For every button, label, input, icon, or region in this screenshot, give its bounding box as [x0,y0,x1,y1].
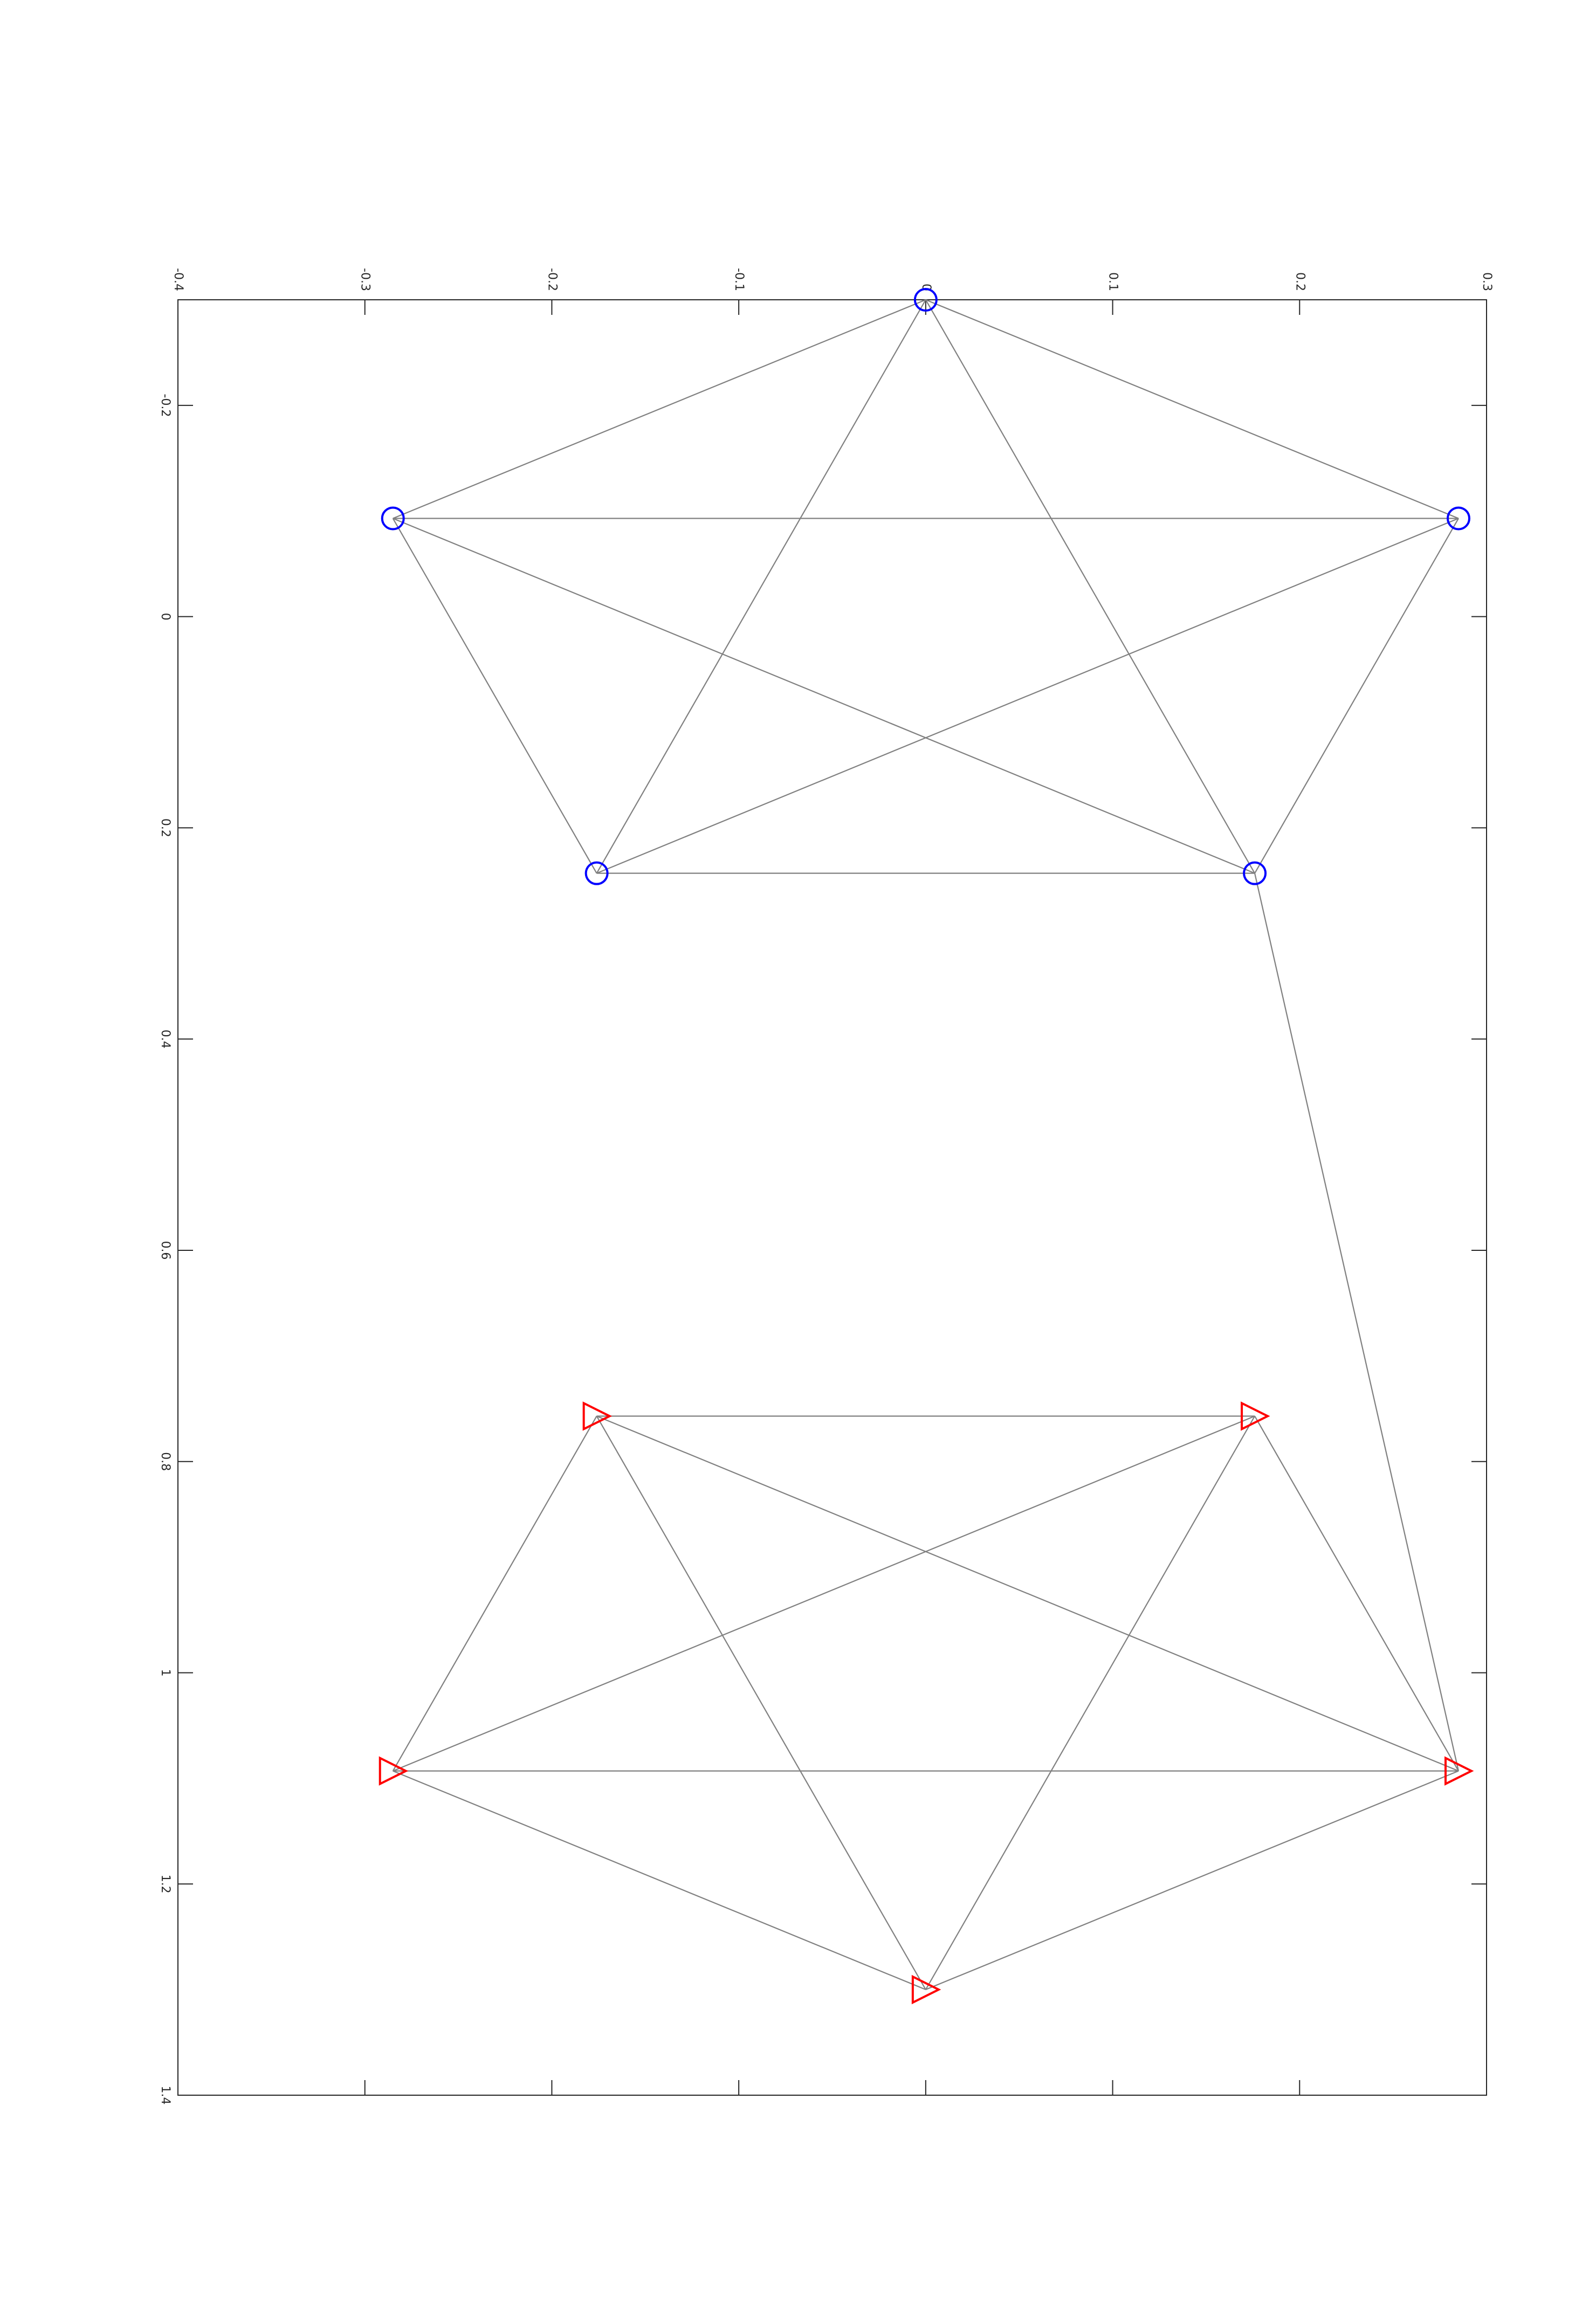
y-tick-label: 0.8 [159,1452,172,1471]
node-10-triangle-marker [379,1756,409,1786]
edge-7-9 [925,1415,1256,1990]
node-8-triangle-marker [1444,1756,1474,1786]
x-tick-label: -0.2 [545,268,559,291]
edge-6-9 [596,1415,926,1990]
y-tick-label: 0.2 [159,818,172,837]
node-9-triangle-marker [911,1974,941,2005]
edge-2-4 [596,518,1459,874]
edge-8-9 [925,1770,1459,1991]
node-4-circle-marker [584,861,609,885]
y-tick-label: 1.2 [159,1875,172,1894]
x-tick-label: 0.2 [1293,272,1306,291]
edge-2-3 [1254,518,1459,874]
node-7-triangle-marker [1241,1401,1270,1431]
edge-1-5 [393,299,926,519]
nodes [379,288,1474,2005]
edge-7-8 [1254,1415,1459,1772]
edge-4-5 [392,518,597,874]
y-tick-label: -0.2 [159,394,172,417]
node-6-triangle-marker [582,1401,613,1431]
node-1-circle-marker [913,288,938,312]
x-tick-label: -0.4 [171,268,185,291]
y-tick-label: 1 [159,1669,172,1676]
edge-9-10 [393,1770,926,1991]
x-tick-label: 0.3 [1480,272,1494,291]
edge-3-5 [393,518,1255,874]
x-tick-label: -0.3 [359,268,372,291]
edges [392,299,1460,1991]
edge-1-3 [925,299,1256,874]
edge-7-10 [393,1415,1255,1772]
y-tick-label: 1.4 [159,2086,172,2105]
edge-1-4 [596,299,926,874]
y-tick-label: 0.4 [159,1030,172,1049]
x-tick-label: -0.1 [732,268,746,291]
edge-6-10 [392,1415,597,1772]
node-3-circle-marker [1243,861,1267,885]
edge-1-2 [925,299,1459,519]
edge-6-8 [596,1415,1459,1772]
y-tick-label: 0.6 [159,1241,172,1259]
node-5-circle-marker [381,506,405,531]
x-tick-label: 0.1 [1106,272,1120,291]
y-tick-label: 0 [159,613,172,621]
edge-3-8 [1254,873,1460,1771]
node-2-circle-marker [1446,506,1470,531]
plot-frame [177,299,1487,2096]
